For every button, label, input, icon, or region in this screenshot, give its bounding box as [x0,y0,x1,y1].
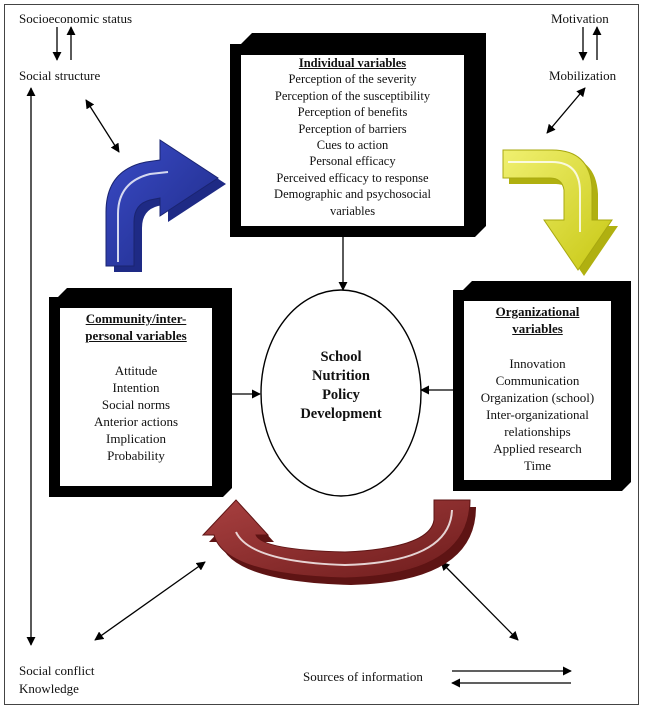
individual-item: Demographic and psychosocial [274,187,431,202]
yellow-bent-arrow-icon [502,149,618,276]
community-variables-title-2: personal variables [85,328,187,343]
center-title: School Nutrition Policy Development [276,348,406,424]
label-mobilization: Mobilization [549,68,617,83]
red-uturn-arrow-icon [201,499,476,585]
organizational-item: relationships [504,424,571,439]
organizational-item: Time [524,458,551,473]
arrow-social-structure [85,99,120,153]
organizational-item: Innovation [509,356,566,371]
individual-item: Perception of the severity [288,72,417,87]
community-item: Anterior actions [93,414,179,429]
organizational-variables-title-2: variables [512,321,563,336]
community-item: Probability [107,448,165,463]
community-variables-title-1: Community/inter- [85,311,187,326]
figure-frame [4,4,639,705]
community-item: Intention [112,380,160,395]
individual-item: Perception of the susceptibility [274,88,431,103]
label-sources-of-information: Sources of information [303,669,423,684]
organizational-item: Communication [495,373,580,388]
community-variables-box: Community/inter- personal variables Atti… [49,297,223,497]
organizational-item: Organization (school) [480,390,595,405]
arrow-bottom-right [440,561,519,641]
label-social-structure: Social structure [19,68,101,83]
organizational-variables-box: Organizational variables Innovation Comm… [453,290,622,491]
community-item: Attitude [114,363,158,378]
individual-variables-box: Individual variables Perception of the s… [230,44,475,237]
individual-item: Personal efficacy [309,154,396,169]
label-motivation: Motivation [551,11,609,26]
blue-bent-arrow-icon [105,139,226,272]
organizational-item: Applied research [493,441,582,456]
organizational-item: Inter-organizational [486,407,589,422]
center-ellipse [260,289,422,497]
individual-item: Cues to action [316,138,389,153]
center-line: Development [300,406,382,422]
label-knowledge: Knowledge [19,681,79,696]
individual-variables-title: Individual variables [298,56,407,70]
community-item: Social norms [101,397,171,412]
organizational-variables-title-1: Organizational [495,304,580,319]
individual-item: Perception of barriers [298,121,407,136]
arrow-mobilization [546,87,586,134]
center-line: Policy [322,387,360,403]
individual-item: Perception of benefits [297,105,408,120]
center-line: Nutrition [312,368,370,384]
label-socioeconomic-status: Socioeconomic status [19,11,133,26]
community-item: Implication [106,431,166,446]
individual-item: Perceived efficacy to response [276,170,429,185]
label-social-conflict: Social conflict [19,663,95,678]
center-line: School [320,349,362,365]
individual-item: variables [329,203,376,218]
arrow-bottom-left [94,561,206,641]
